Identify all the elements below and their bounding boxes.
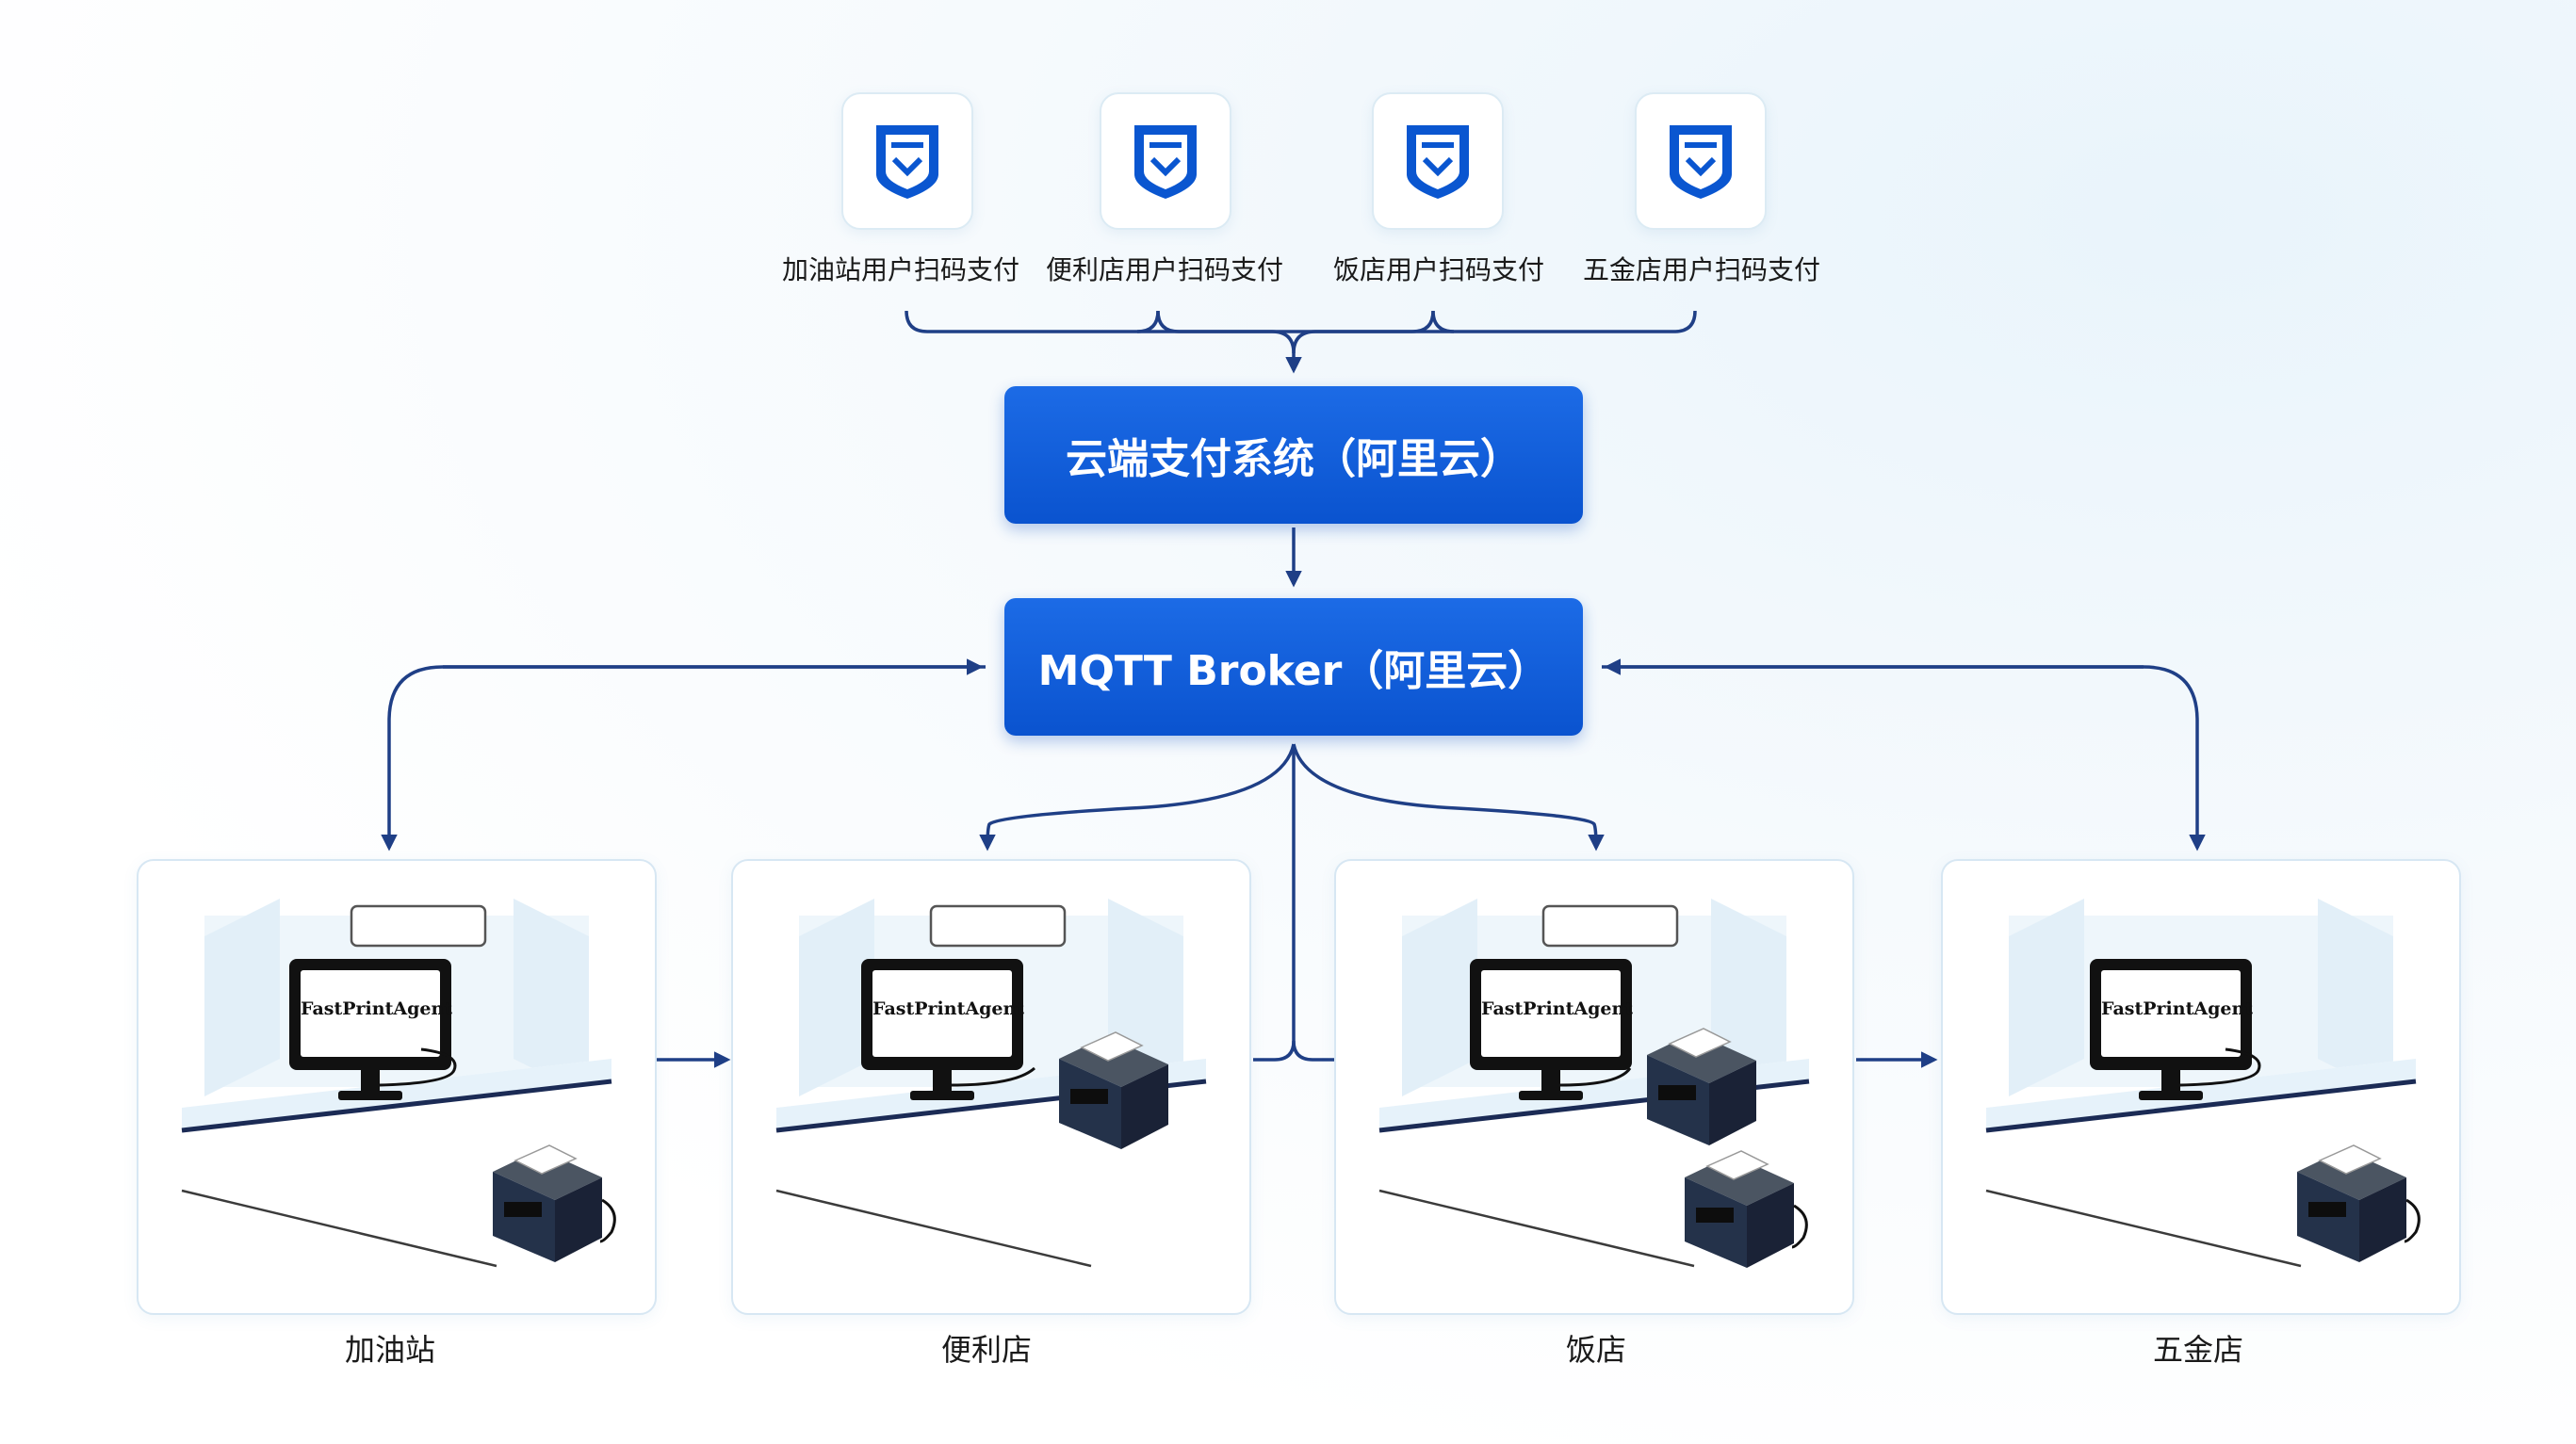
store-label-convenience: 便利店 bbox=[940, 1332, 1032, 1368]
receipt-printer-icon bbox=[1647, 1028, 1756, 1145]
shield-check-icon bbox=[1670, 125, 1732, 199]
mqtt-broker-node: MQTT Broker（阿里云） bbox=[1004, 598, 1583, 736]
payment-source-label: 便利店用户扫码支付 bbox=[1045, 254, 1283, 285]
shield-check-icon bbox=[1134, 125, 1197, 199]
receipt-printer-icon bbox=[2297, 1144, 2421, 1262]
store-label-restaurant: 饭店 bbox=[1565, 1332, 1626, 1368]
payment-source-label: 五金店用户扫码支付 bbox=[1582, 254, 1820, 285]
receipt-printer-icon bbox=[493, 1144, 616, 1262]
shield-check-icon bbox=[876, 125, 938, 199]
receipt-printer-icon bbox=[1059, 1031, 1168, 1149]
cloud-payment-system-label: 云端支付系统（阿里云） bbox=[1066, 435, 1522, 483]
monitor-screen-text: FastPrintAgent bbox=[1481, 998, 1634, 1019]
payment-source-card-convenience bbox=[1100, 92, 1231, 230]
store-counter-illustration bbox=[181, 899, 616, 1268]
store-panel-gas-station: FastPrintAgent bbox=[137, 859, 657, 1315]
store-counter-illustration bbox=[1985, 899, 2421, 1268]
shield-check-icon bbox=[1407, 125, 1469, 199]
payment-source-label: 加油站用户扫码支付 bbox=[781, 254, 1019, 285]
payment-source-card-restaurant bbox=[1372, 92, 1504, 230]
store-panel-convenience: FastPrintAgent bbox=[731, 859, 1251, 1315]
payment-source-card-hardware bbox=[1635, 92, 1767, 230]
payment-source-label: 饭店用户扫码支付 bbox=[1332, 254, 1544, 285]
store-label-gas-station: 加油站 bbox=[344, 1332, 435, 1368]
store-panel-hardware: FastPrintAgent bbox=[1941, 859, 2461, 1315]
monitor-screen-text: FastPrintAgent bbox=[301, 998, 453, 1019]
payment-source-card-gas bbox=[841, 92, 973, 230]
store-label-hardware: 五金店 bbox=[2152, 1332, 2243, 1368]
receipt-printer-icon bbox=[1685, 1150, 1808, 1268]
mqtt-broker-label: MQTT Broker（阿里云） bbox=[1037, 647, 1550, 695]
monitor-screen-text: FastPrintAgent bbox=[2101, 998, 2254, 1019]
store-counter-illustration bbox=[775, 899, 1207, 1268]
store-panel-restaurant: FastPrintAgent bbox=[1334, 859, 1854, 1315]
monitor-screen-text: FastPrintAgent bbox=[872, 998, 1025, 1019]
store-counter-illustration bbox=[1378, 899, 1810, 1268]
cloud-payment-system-node: 云端支付系统（阿里云） bbox=[1004, 386, 1583, 524]
